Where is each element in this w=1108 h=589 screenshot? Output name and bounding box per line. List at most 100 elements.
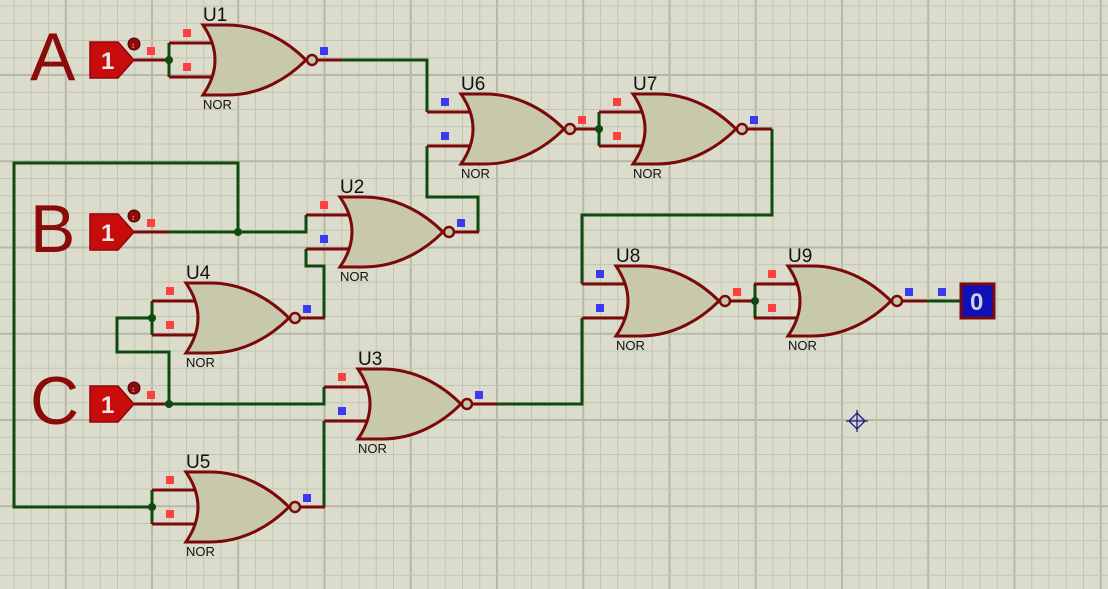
inversion-bubble (288, 500, 302, 514)
wire[interactable] (322, 421, 326, 509)
logic-state-indicator (303, 494, 311, 502)
gate-reference-label: U7 (633, 74, 657, 95)
wire[interactable] (115, 316, 171, 404)
gate-type-label: NOR (340, 269, 369, 284)
logic-state-indicator (147, 47, 155, 55)
logic-state-indicator (768, 270, 776, 278)
wires (12, 43, 960, 524)
gate-reference-label: U6 (461, 74, 485, 95)
gate-type-label: NOR (616, 338, 645, 353)
toggle-arrows-icon: ↕ (131, 41, 135, 50)
inversion-bubble (442, 225, 456, 239)
logic-state-indicator (166, 476, 174, 484)
logic-state-indicator (441, 98, 449, 106)
input-name-label: B (30, 191, 75, 267)
logic-state-indicator (338, 407, 346, 415)
logic-state-indicator (166, 321, 174, 329)
input-name-label: C (30, 363, 79, 439)
wire-junction-dot (148, 503, 156, 511)
wire[interactable] (12, 161, 240, 509)
gate-reference-label: U4 (186, 263, 211, 284)
logic-state-indicator (320, 235, 328, 243)
logic-state-indicator (441, 132, 449, 140)
logic-state-indicator (183, 29, 191, 37)
logic-state-indicator (338, 373, 346, 381)
inversion-bubble (735, 122, 749, 136)
wire[interactable] (497, 318, 584, 406)
cursor-crosshair-icon (846, 410, 868, 432)
gates: U1NORU2NORU3NORU4NORU5NORU6NORU7NORU8NOR… (152, 5, 927, 559)
gate-body (785, 264, 894, 338)
gate-reference-label: U1 (203, 5, 227, 26)
logic-probe-body[interactable] (89, 385, 136, 423)
wire-junction-dot (751, 297, 759, 305)
logic-value: 1 (101, 392, 114, 419)
logic-state-indicator (147, 391, 155, 399)
logic-output-probe[interactable] (959, 282, 996, 320)
toggle-icon[interactable] (127, 37, 141, 51)
gate-body (458, 92, 567, 166)
wire[interactable] (134, 215, 308, 234)
wire-junction-dot (165, 56, 173, 64)
inversion-bubble (718, 294, 732, 308)
gate-reference-label: U2 (340, 177, 364, 198)
gate-body (613, 264, 722, 338)
logic-state-indicator (596, 304, 604, 312)
logic-probe-body[interactable] (89, 213, 136, 251)
gate-type-label: NOR (186, 355, 215, 370)
logic-state-indicator (457, 219, 465, 227)
toggle-icon[interactable] (127, 209, 141, 223)
gate-type-label: NOR (461, 166, 490, 181)
wire-junction-dot (234, 228, 242, 236)
toggle-icon[interactable] (127, 381, 141, 395)
gate-type-label: NOR (203, 97, 232, 112)
wire-junction-dot (595, 125, 603, 133)
logic-state-indicator (596, 270, 604, 278)
logic-state-indicator (320, 47, 328, 55)
logic-state-indicator (733, 288, 741, 296)
wire[interactable] (342, 58, 429, 112)
wire-junction-dot (165, 400, 173, 408)
inversion-bubble (288, 311, 302, 325)
gate-body (355, 367, 464, 441)
logic-state-indicator (613, 98, 621, 106)
wire[interactable] (580, 129, 774, 284)
toggle-arrows-icon: ↕ (131, 385, 135, 394)
inversion-bubble (460, 397, 474, 411)
logic-state-indicator (905, 288, 913, 296)
wire[interactable] (134, 387, 326, 406)
logic-state-indicator (166, 287, 174, 295)
gate-reference-label: U9 (788, 246, 812, 267)
logic-state-indicator (320, 201, 328, 209)
gate-type-label: NOR (633, 166, 662, 181)
gate-reference-label: U3 (358, 349, 382, 370)
gate-body (630, 92, 739, 166)
gate-body (183, 281, 292, 355)
gate-type-label: NOR (788, 338, 817, 353)
junctions (148, 56, 759, 511)
logic-probe-body[interactable] (89, 41, 136, 79)
toggle-arrows-icon: ↕ (131, 213, 135, 222)
gate-reference-label: U5 (186, 452, 210, 473)
output-value: 0 (970, 289, 983, 316)
gate-body (200, 23, 309, 97)
output-probe: 0 (938, 282, 996, 320)
wire-junction-dot (148, 314, 156, 322)
gate-body (183, 470, 292, 544)
logic-state-indicator (613, 132, 621, 140)
gate-type-label: NOR (358, 441, 387, 456)
